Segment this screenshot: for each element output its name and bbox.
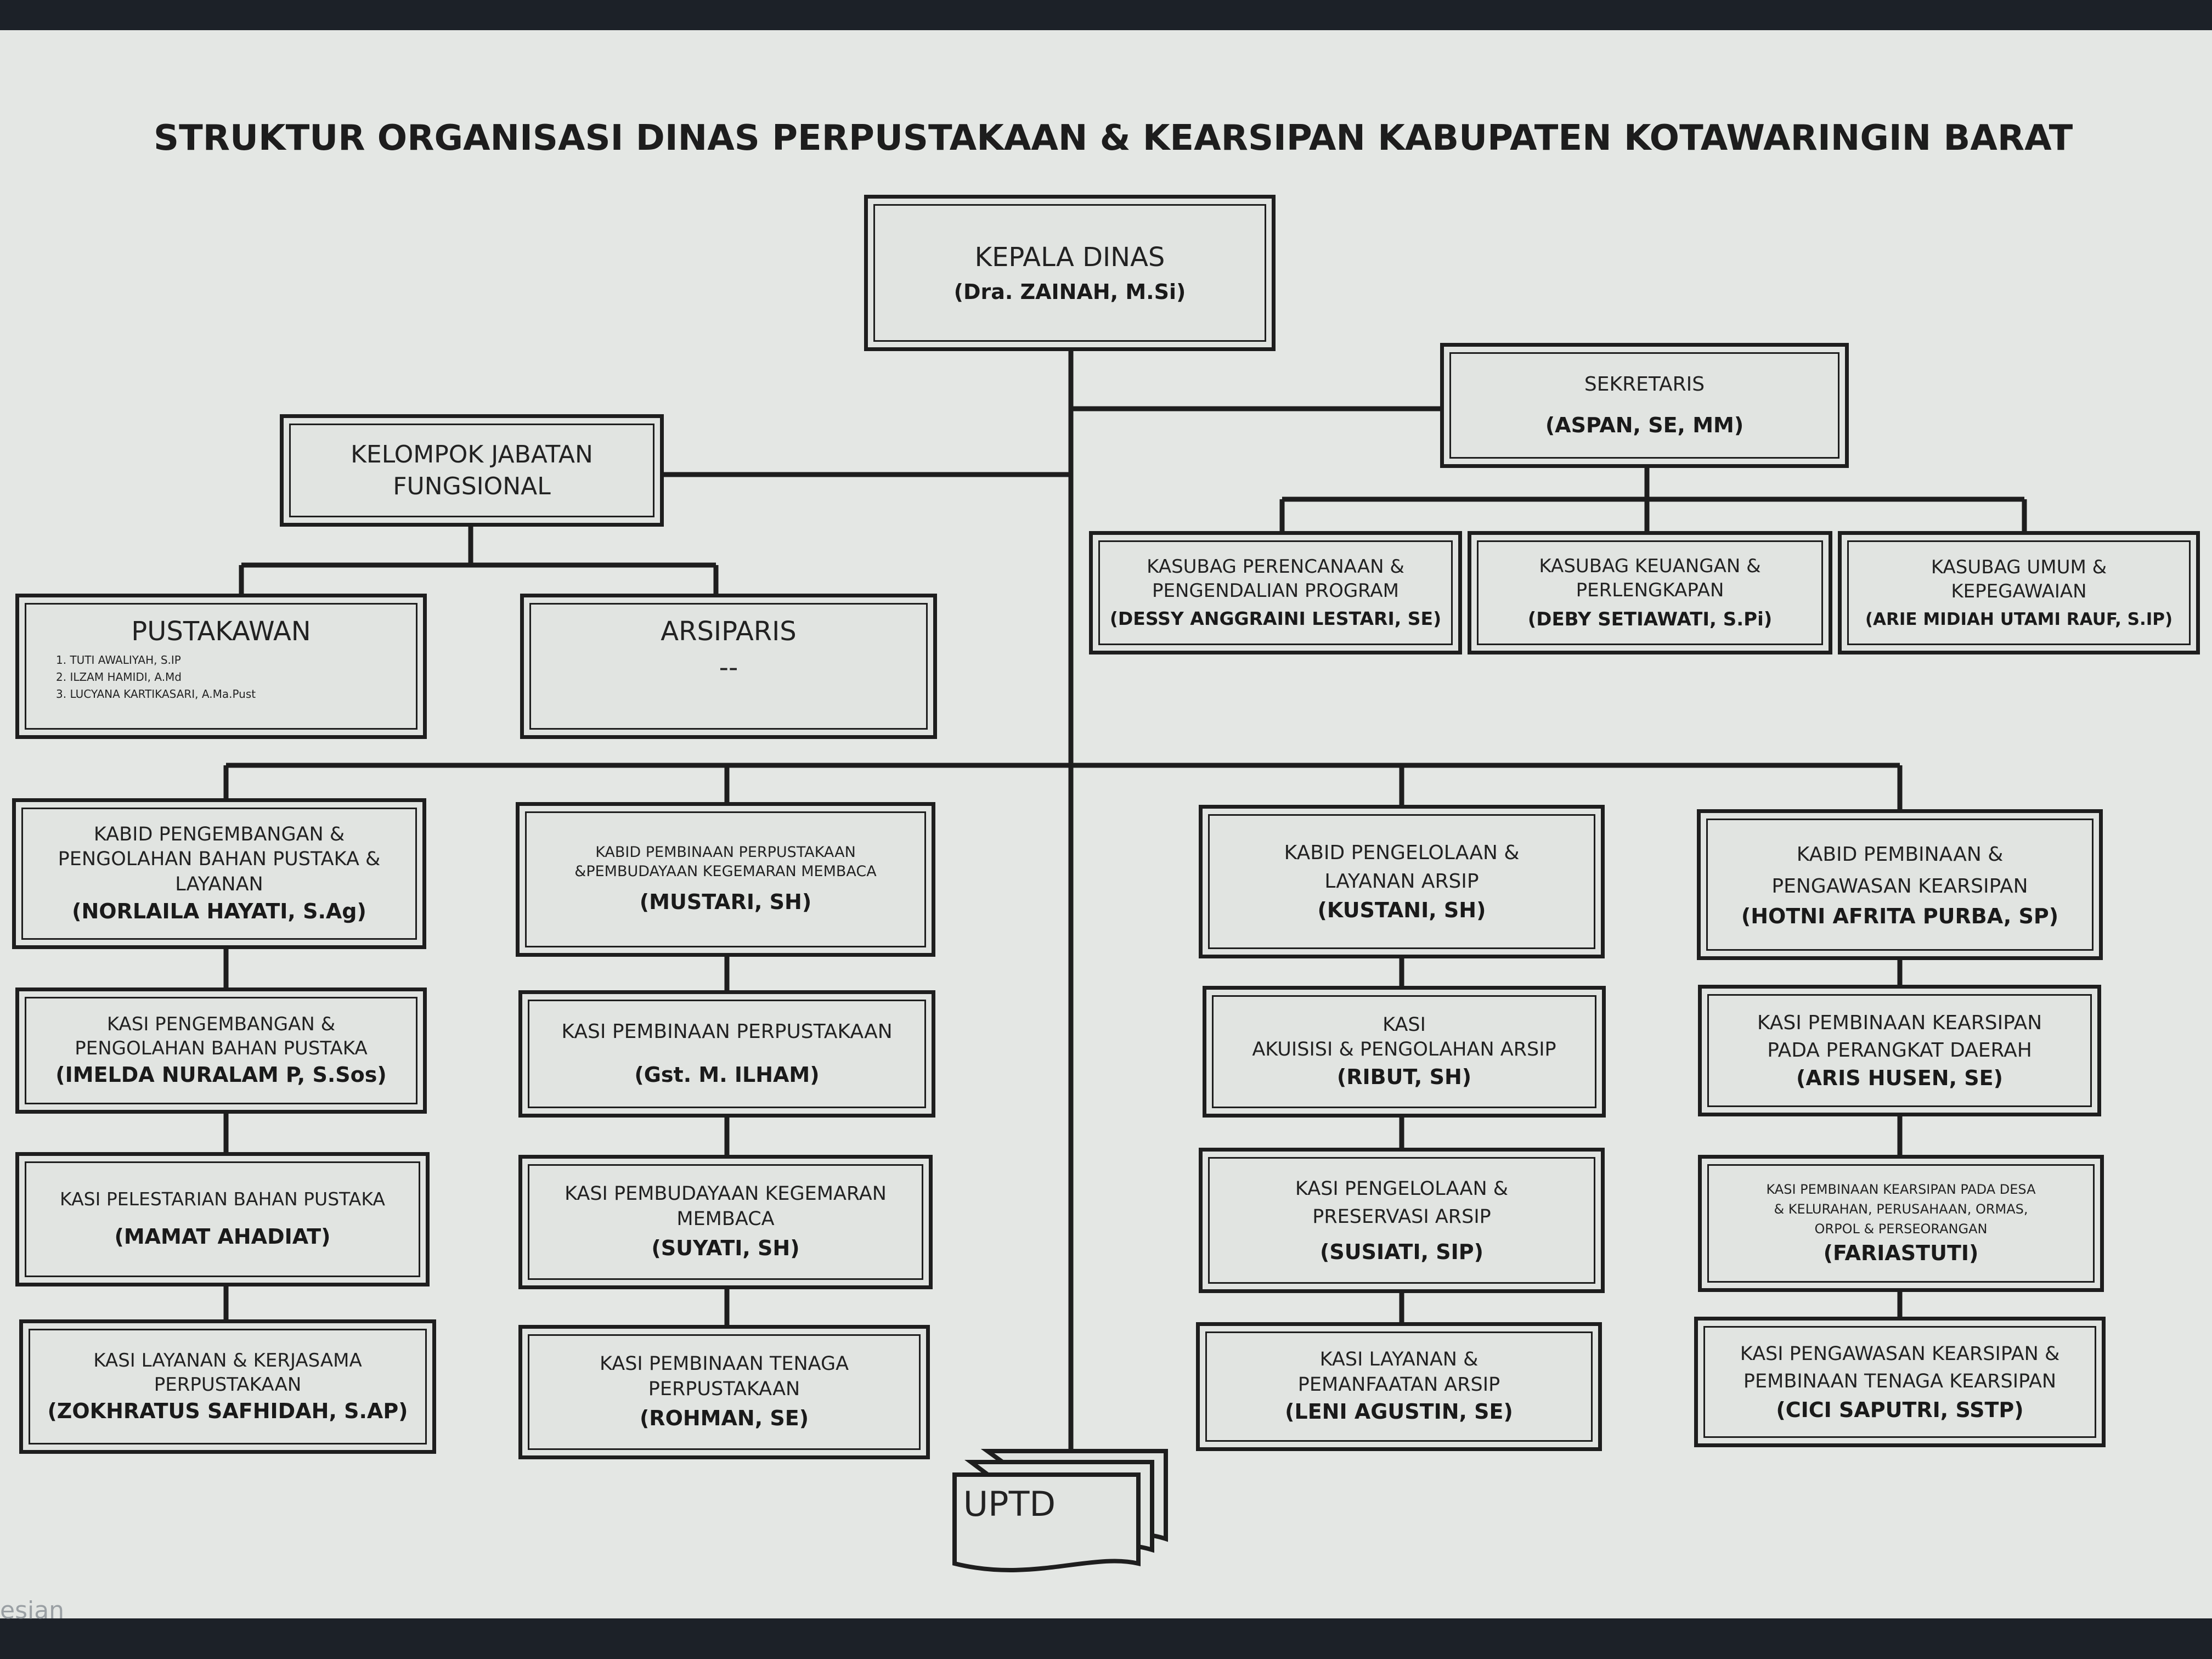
kasi-name: (FARIASTUTI) [1823, 1241, 1979, 1266]
arsiparis-name: -- [719, 652, 738, 684]
kasubag-keuangan-box: KASUBAG KEUANGAN & PERLENGKAPAN (DEBY SE… [1468, 531, 1832, 654]
kasi-name: (RIBUT, SH) [1336, 1064, 1472, 1089]
kasubag-name: (DESSY ANGGRAINI LESTARI, SE) [1109, 608, 1442, 630]
kabid-pengembangan-box: KABID PENGEMBANGAN & PENGOLAHAN BAHAN PU… [12, 798, 426, 949]
kasi-role: KASI PEMBINAAN KEARSIPAN PADA DESA & KEL… [1766, 1182, 2036, 1237]
kasi-role: KASI LAYANAN & PEMANFAATAN ARSIP [1297, 1348, 1500, 1396]
kasi-role: KASI PENGAWASAN KEARSIPAN & PEMBINAAN TE… [1740, 1342, 2060, 1393]
pustakawan-member: 3. LUCYANA KARTIKASARI, A.Ma.Pust [56, 687, 256, 701]
kasi-akuisisi-box: KASI AKUISISI & PENGOLAHAN ARSIP (RIBUT,… [1203, 986, 1606, 1118]
kasi-pembinaan-desa-box: KASI PEMBINAAN KEARSIPAN PADA DESA & KEL… [1698, 1155, 2104, 1292]
kabid-name: (HOTNI AFRITA PURBA, SP) [1741, 904, 2059, 929]
kabid-name: (KUSTANI, SH) [1317, 898, 1486, 923]
kasi-role: KASI PENGELOLAAN & PRESERVASI ARSIP [1295, 1178, 1509, 1228]
kabid-name: (NORLAILA HAYATI, S.Ag) [72, 899, 366, 924]
kasi-name: (Gst. M. ILHAM) [634, 1062, 820, 1087]
kasi-pembinaan-tenaga-box: KASI PEMBINAAN TENAGA PERPUSTAKAAN (ROHM… [518, 1325, 930, 1459]
kabid-role: KABID PENGELOLAAN & LAYANAN ARSIP [1284, 842, 1520, 893]
kasi-role: KASI PEMBINAAN PERPUSTAKAAN [561, 1020, 893, 1043]
kasubag-name: (ARIE MIDIAH UTAMI RAUF, S.IP) [1865, 609, 2173, 629]
kasubag-perencanaan-box: KASUBAG PERENCANAAN & PENGENDALIAN PROGR… [1089, 531, 1462, 654]
kepala-dinas-name: (Dra. ZAINAH, M.Si) [953, 280, 1186, 304]
kelompok-jabatan-fungsional-box: KELOMPOK JABATAN FUNGSIONAL [280, 414, 664, 527]
kabid-role: KABID PEMBINAAN & PENGAWASAN KEARSIPAN [1771, 843, 2028, 898]
sekretaris-box: SEKRETARIS (ASPAN, SE, MM) [1440, 343, 1849, 468]
arsiparis-box: ARSIPARIS -- [520, 594, 937, 739]
sekretaris-role: SEKRETARIS [1584, 373, 1705, 396]
kelompok-role: KELOMPOK JABATAN FUNGSIONAL [351, 441, 593, 500]
pustakawan-member: 2. ILZAM HAMIDI, A.Md [56, 670, 182, 684]
kasi-name: (ARIS HUSEN, SE) [1796, 1065, 2003, 1090]
kepala-dinas-box: KEPALA DINAS (Dra. ZAINAH, M.Si) [864, 195, 1276, 351]
kepala-dinas-role: KEPALA DINAS [974, 241, 1165, 273]
kasi-name: (CICI SAPUTRI, SSTP) [1776, 1398, 2024, 1423]
taskbar [0, 1618, 2212, 1659]
kasi-layanan-pemanfaatan-box: KASI LAYANAN & PEMANFAATAN ARSIP (LENI A… [1196, 1322, 1602, 1451]
kasi-name: (ZOKHRATUS SAFHIDAH, S.AP) [47, 1398, 408, 1423]
kasi-pembinaan-perpustakaan-box: KASI PEMBINAAN PERPUSTAKAAN (Gst. M. ILH… [518, 990, 935, 1118]
kasi-pembudayaan-box: KASI PEMBUDAYAAN KEGEMARAN MEMBACA (SUYA… [518, 1155, 933, 1289]
kasi-pengawasan-kearsipan-box: KASI PENGAWASAN KEARSIPAN & PEMBINAAN TE… [1694, 1317, 2106, 1447]
uptd-label: UPTD [963, 1484, 1056, 1524]
kasi-name: (ROHMAN, SE) [639, 1406, 809, 1431]
kabid-name: (MUSTARI, SH) [639, 890, 812, 915]
kasi-role: KASI LAYANAN & KERJASAMA PERPUSTAKAAN [93, 1349, 362, 1396]
kasi-name: (SUSIATI, SIP) [1319, 1239, 1483, 1264]
kabid-pembinaan-perpustakaan-box: KABID PEMBINAAN PERPUSTAKAAN &PEMBUDAYAA… [516, 802, 935, 957]
kasi-role: KASI PELESTARIAN BAHAN PUSTAKA [60, 1188, 385, 1210]
pustakawan-box: PUSTAKAWAN 1. TUTI AWALIYAH, S.IP 2. ILZ… [15, 594, 427, 739]
kasi-role: KASI PEMBINAAN TENAGA PERPUSTAKAAN [599, 1353, 849, 1400]
kasi-role: KASI PEMBUDAYAAN KEGEMARAN MEMBACA [565, 1183, 887, 1230]
kasi-name: (IMELDA NURALAM P, S.Sos) [55, 1063, 387, 1087]
page-title: STRUKTUR ORGANISASI DINAS PERPUSTAKAAN &… [154, 118, 2073, 159]
pustakawan-role: PUSTAKAWAN [131, 616, 311, 647]
kasi-name: (MAMAT AHADIAT) [114, 1224, 331, 1249]
kasi-pengelolaan-preservasi-box: KASI PENGELOLAAN & PRESERVASI ARSIP (SUS… [1199, 1148, 1605, 1293]
pustakawan-member-list: 1. TUTI AWALIYAH, S.IP 2. ILZAM HAMIDI, … [56, 652, 256, 703]
pustakawan-member: 1. TUTI AWALIYAH, S.IP [56, 653, 181, 667]
kasi-pengembangan-box: KASI PENGEMBANGAN & PENGOLAHAN BAHAN PUS… [15, 988, 427, 1114]
kasubag-umum-box: KASUBAG UMUM & KEPEGAWAIAN (ARIE MIDIAH … [1838, 531, 2200, 654]
kasubag-role: KASUBAG UMUM & KEPEGAWAIAN [1931, 556, 2107, 603]
kasi-name: (SUYATI, SH) [651, 1236, 800, 1261]
kasi-role: KASI PEMBINAAN KEARSIPAN PADA PERANGKAT … [1757, 1011, 2042, 1062]
kabid-pengelolaan-box: KABID PENGELOLAAN & LAYANAN ARSIP (KUSTA… [1199, 805, 1605, 958]
kasi-pembinaan-perangkat-daerah-box: KASI PEMBINAAN KEARSIPAN PADA PERANGKAT … [1698, 985, 2101, 1116]
sekretaris-name: (ASPAN, SE, MM) [1545, 413, 1744, 437]
kabid-pembinaan-pengawasan-box: KABID PEMBINAAN & PENGAWASAN KEARSIPAN (… [1697, 809, 2103, 960]
kasubag-role: KASUBAG PERENCANAAN & PENGENDALIAN PROGR… [1147, 555, 1404, 602]
kasi-role: KASI AKUISISI & PENGOLAHAN ARSIP [1252, 1013, 1556, 1061]
kabid-role: KABID PEMBINAAN PERPUSTAKAAN &PEMBUDAYAA… [574, 844, 877, 881]
kasubag-role: KASUBAG KEUANGAN & PERLENGKAPAN [1539, 555, 1761, 602]
kabid-role: KABID PENGEMBANGAN & PENGOLAHAN BAHAN PU… [58, 823, 381, 895]
kasi-pelestarian-box: KASI PELESTARIAN BAHAN PUSTAKA (MAMAT AH… [15, 1152, 430, 1286]
kasi-name: (LENI AGUSTIN, SE) [1285, 1400, 1513, 1424]
kasi-layanan-kerjasama-box: KASI LAYANAN & KERJASAMA PERPUSTAKAAN (Z… [19, 1319, 436, 1454]
status-bar-text: esian [0, 1596, 65, 1624]
arsiparis-role: ARSIPARIS [661, 616, 797, 647]
kasubag-name: (DEBY SETIAWATI, S.Pi) [1527, 608, 1773, 630]
kasi-role: KASI PENGEMBANGAN & PENGOLAHAN BAHAN PUS… [75, 1013, 368, 1060]
